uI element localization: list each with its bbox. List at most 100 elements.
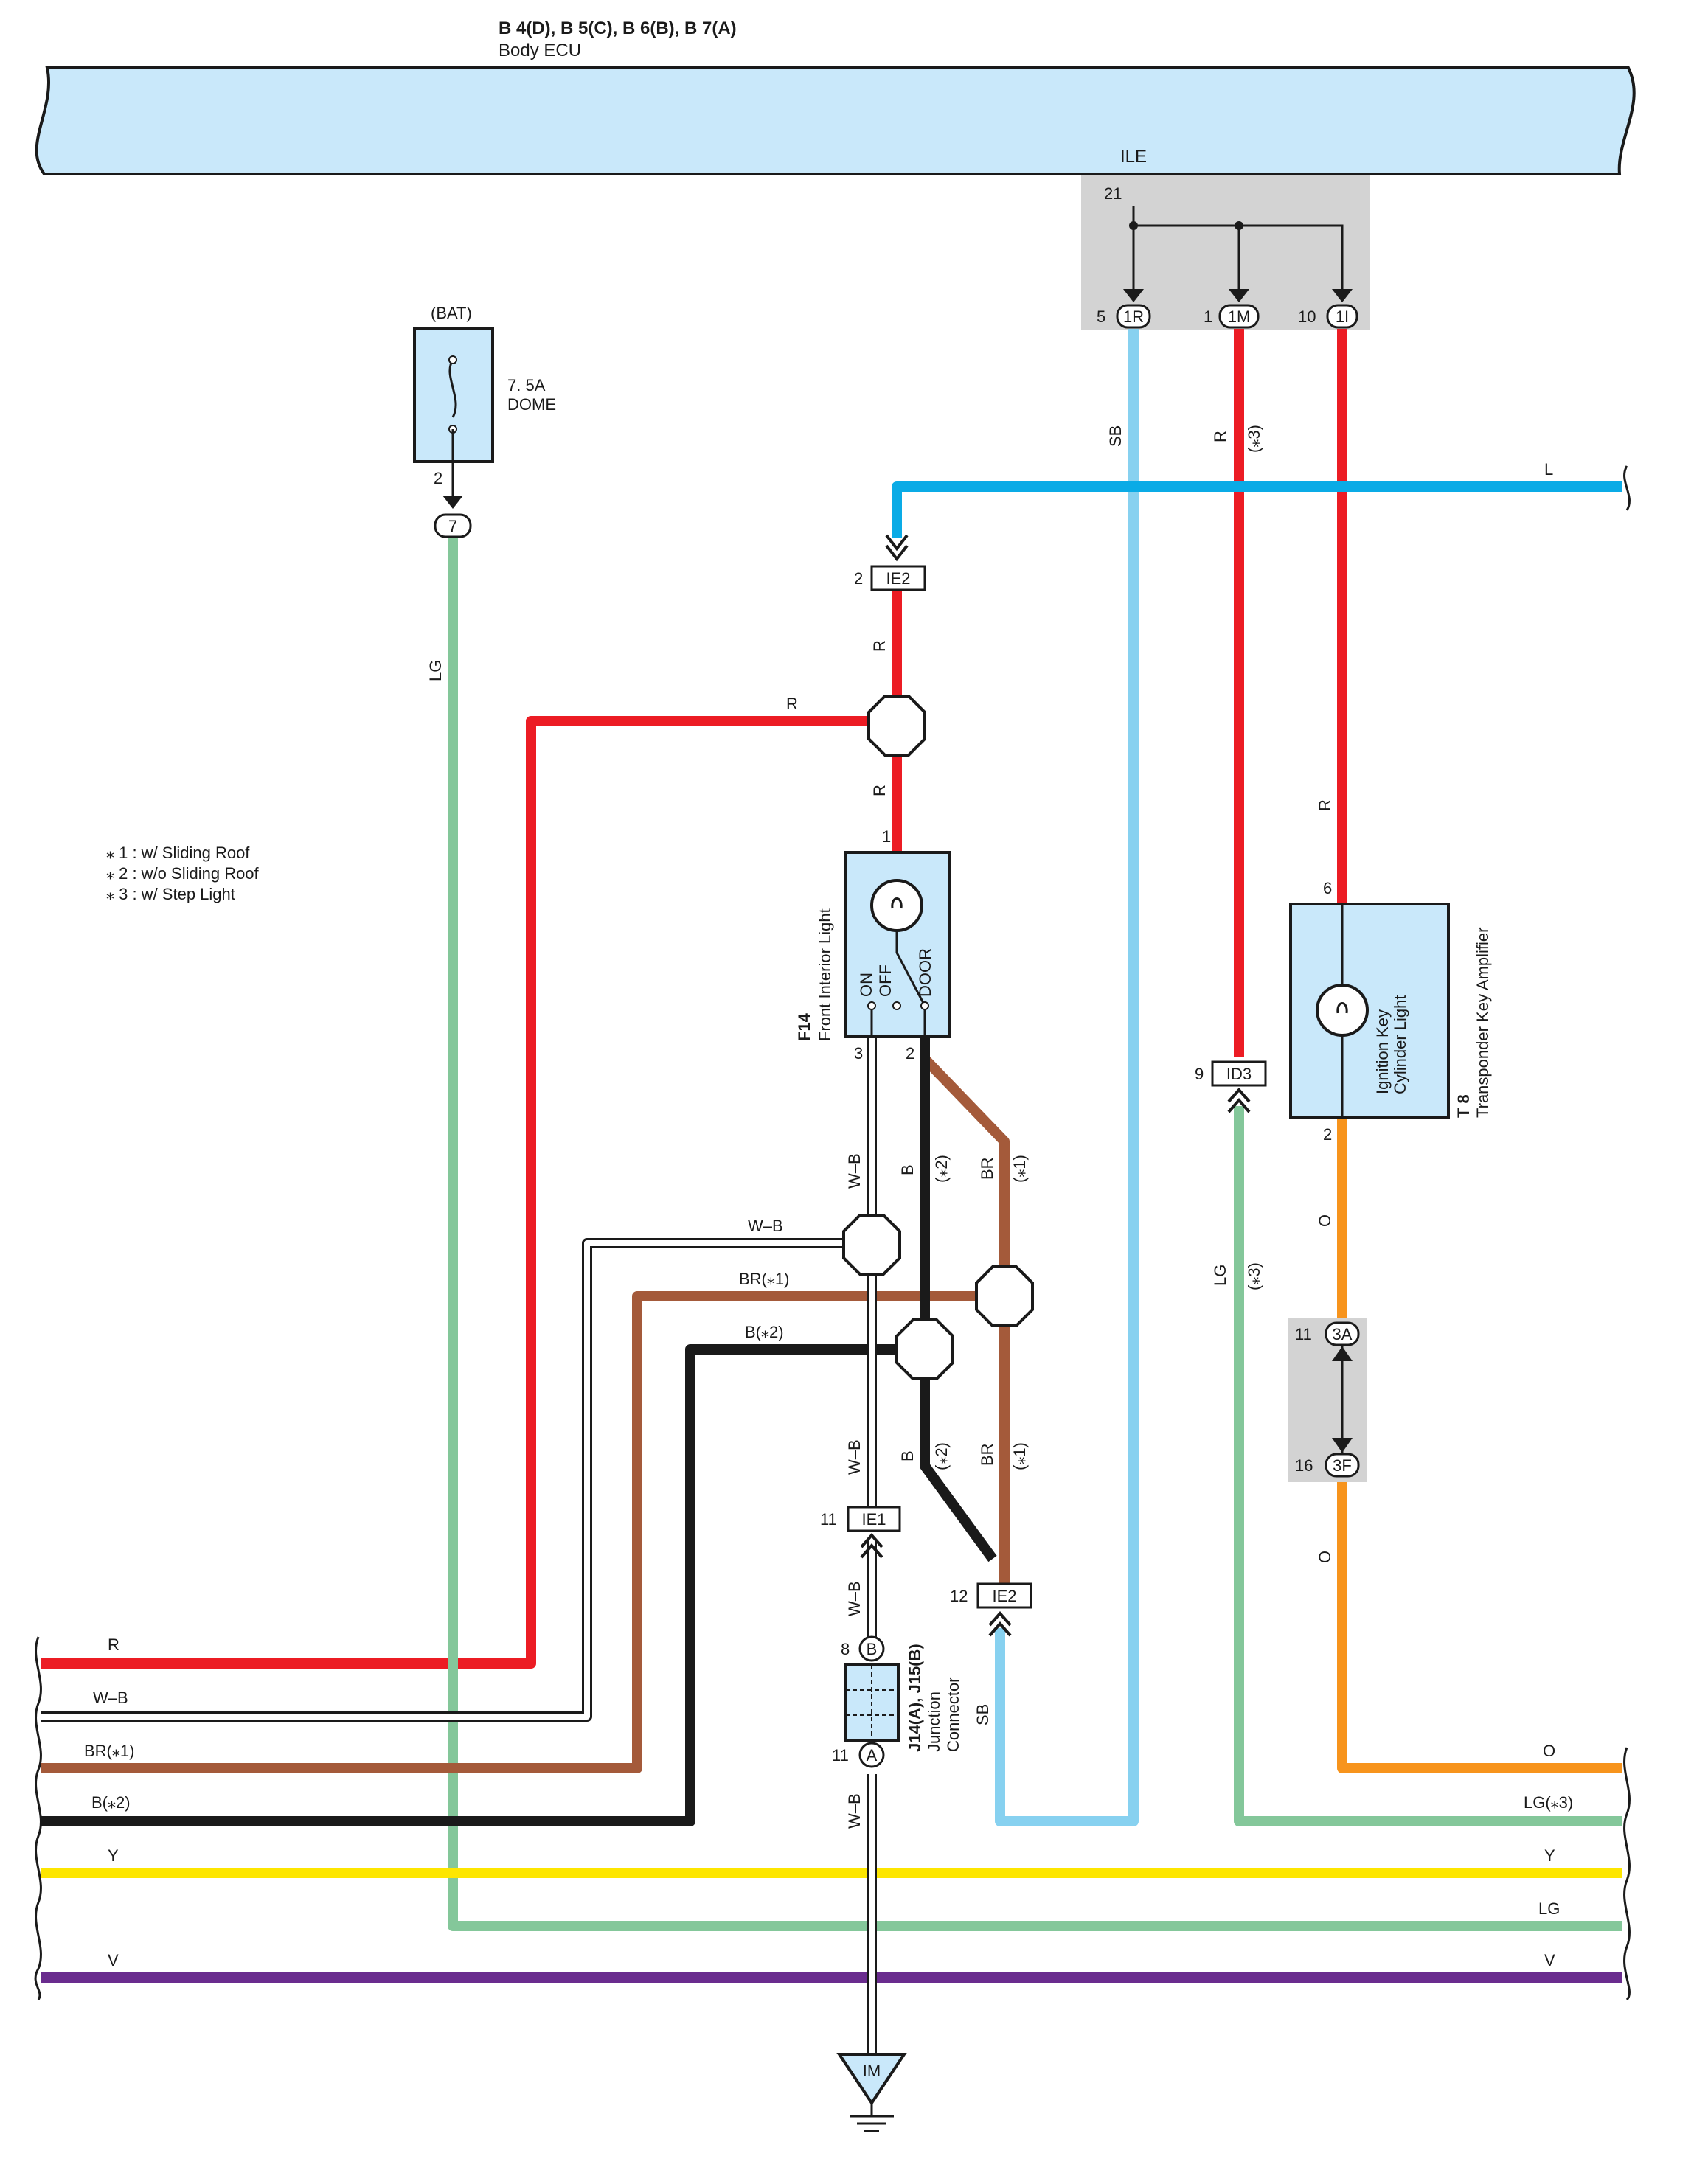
body-ecu-bar (35, 66, 1636, 175)
bat-connector (434, 513, 472, 538)
front-pin-1: 1 (882, 827, 891, 846)
wire-b (920, 1037, 997, 1562)
3f-arrow (1332, 1438, 1353, 1453)
wire-o (1337, 1118, 1622, 1773)
junction-conn-b-code: B (867, 1640, 878, 1658)
pin-1i (1326, 304, 1358, 329)
fuse-pin: 2 (434, 469, 442, 487)
label-left-r: R (108, 1635, 119, 1654)
transponder-amplifier (1289, 903, 1450, 1119)
fuse-arrow (442, 496, 463, 509)
joint-wb (842, 1214, 901, 1276)
ignition-lamp-filament (1336, 1002, 1348, 1014)
label-left-wb: W–B (93, 1689, 128, 1707)
id3 (1211, 1060, 1267, 1087)
ie1-code: IE1 (861, 1510, 886, 1529)
label-b-2: B (898, 1450, 917, 1461)
junction-name-2: Connector (944, 1677, 962, 1752)
wave-right (1623, 1747, 1631, 2001)
wire-lg-id3 (1234, 1106, 1622, 1826)
front-switch-arm (895, 952, 926, 1007)
ie1-arrow (860, 1532, 883, 1559)
wire-wb (41, 1037, 877, 2054)
joint-b (895, 1318, 954, 1380)
label-right-lg3: LG(⁎3) (1524, 1793, 1573, 1812)
transponder-code: T 8 (1454, 1094, 1473, 1118)
wire-sb (995, 329, 1139, 1826)
id3-arrow (1227, 1087, 1251, 1113)
label-o-1: O (1316, 1214, 1334, 1227)
body-ecu-connectors: B 4(D), B 5(C), B 6(B), B 7(A) (499, 18, 737, 38)
label-br1-horiz: BR(⁎1) (739, 1270, 789, 1288)
ground-symbol (836, 2053, 907, 2106)
conn-3f (1325, 1453, 1360, 1478)
fuse-name: DOME (507, 395, 556, 414)
label-wb-2: W–B (845, 1439, 864, 1475)
label-r-1i: R (1316, 799, 1334, 811)
pin-1m-code: 1M (1228, 307, 1251, 326)
label-br-2: BR (978, 1443, 996, 1466)
front-pos-door: DOOR (916, 948, 934, 997)
arrow-1r (1123, 289, 1144, 302)
wire-br-left (41, 1291, 1004, 1773)
front-contact-off (892, 1001, 901, 1010)
label-star3-id3: (⁎3) (1245, 1262, 1263, 1290)
label-b-1: B (898, 1164, 917, 1175)
conn-3a (1325, 1321, 1360, 1346)
junction-name-1: Junction (925, 1692, 943, 1752)
front-contact-on (867, 1001, 876, 1010)
label-sb-bottom: SB (973, 1704, 992, 1725)
junction-pin-11: 11 (832, 1746, 849, 1765)
3a-arrow (1332, 1346, 1353, 1361)
front-light-name: Front Interior Light (816, 908, 834, 1041)
label-r-joint: R (870, 785, 889, 796)
wire-lg-bat (448, 538, 1622, 1931)
label-star1-2: (⁎1) (1010, 1442, 1029, 1470)
fuse-icon (448, 359, 457, 418)
label-right-y: Y (1544, 1846, 1555, 1865)
label-lg-id3: LG (1211, 1265, 1229, 1286)
junction-conn-b (858, 1635, 885, 1662)
label-wb-horiz: W–B (748, 1217, 783, 1235)
label-r-horiz: R (786, 695, 798, 713)
front-pin-2: 2 (906, 1044, 914, 1063)
conn-3a-code: 3A (1333, 1325, 1353, 1343)
id3-code: ID3 (1226, 1065, 1252, 1083)
pin-1m-num: 1 (1204, 307, 1212, 326)
ile-label: ILE (1120, 147, 1147, 167)
junction-conn-a-code: A (867, 1746, 878, 1765)
label-sb-top: SB (1106, 425, 1125, 447)
joint-r (867, 695, 926, 757)
label-left-br1: BR(⁎1) (84, 1742, 134, 1760)
conn-3a-pin: 11 (1295, 1325, 1312, 1343)
front-contact-door (920, 1001, 929, 1010)
label-r-ie2-top: R (870, 640, 889, 652)
joint-br (975, 1265, 1034, 1327)
body-ecu-name: Body ECU (499, 41, 581, 60)
ie2-top-pin: 2 (854, 569, 863, 588)
wire-b-left (41, 1344, 925, 1826)
pin-1r-code: 1R (1123, 307, 1144, 326)
fuse-terminal-top (448, 355, 457, 364)
ie2-top-arrow (885, 534, 909, 562)
label-o-2: O (1316, 1551, 1334, 1563)
label-right-lg: LG (1538, 1899, 1560, 1918)
label-left-y: Y (108, 1846, 119, 1865)
ie2-bottom-code: IE2 (992, 1587, 1016, 1605)
ie2-top (870, 565, 926, 591)
label-l: L (1544, 460, 1553, 479)
label-right-v: V (1544, 1951, 1555, 1969)
junction-codes: J14(A), J15(B) (906, 1644, 924, 1752)
pin-1r-num: 5 (1097, 307, 1105, 326)
pin-1i-code: 1I (1336, 307, 1349, 326)
conn-3f-code: 3F (1333, 1456, 1352, 1475)
note-1: ⁎ 1 : w/ Sliding Roof (106, 844, 250, 862)
front-pin-3: 3 (854, 1044, 863, 1063)
wire-r-left (41, 716, 897, 1669)
label-left-v: V (108, 1951, 119, 1969)
label-wb-4: W–B (845, 1793, 864, 1829)
label-right-o: O (1543, 1742, 1555, 1760)
wave-left (34, 1636, 42, 2000)
label-br-1: BR (978, 1157, 996, 1180)
